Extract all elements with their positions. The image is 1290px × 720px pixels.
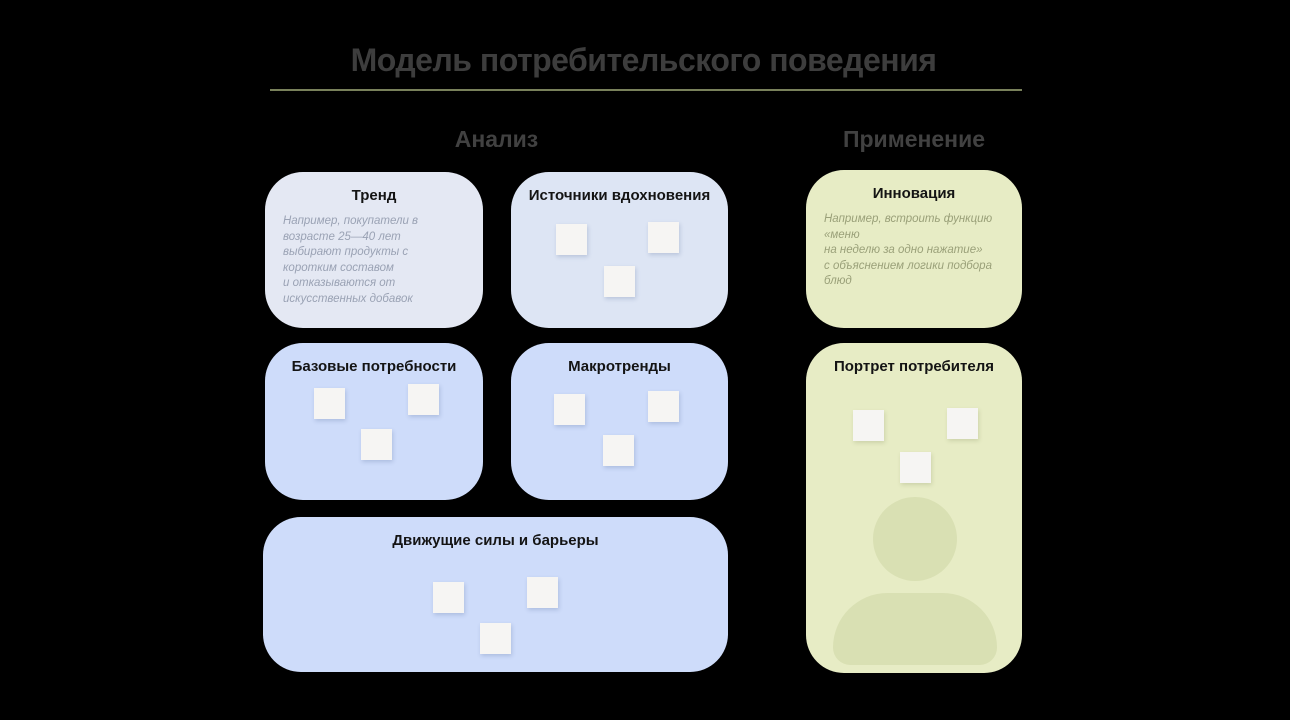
section-header-analysis: Анализ — [454, 126, 539, 152]
card-basic-needs[interactable]: Базовые потребности — [265, 343, 483, 500]
sticky-note[interactable] — [480, 623, 511, 654]
card-consumer-portrait[interactable]: Портрет потребителя — [806, 343, 1022, 673]
sticky-note[interactable] — [648, 222, 679, 253]
sticky-note[interactable] — [853, 410, 884, 441]
card-example-text: Например, покупатели в возрасте 25—40 ле… — [283, 215, 419, 305]
section-header-application: Применение — [842, 126, 986, 152]
sticky-note[interactable] — [604, 266, 635, 297]
page-title: Модель потребительского поведения — [350, 42, 937, 78]
card-title: Портрет потребителя — [833, 358, 995, 375]
card-drivers-barriers[interactable]: Движущие силы и барьеры — [263, 517, 728, 672]
card-title: Инновация — [872, 185, 956, 202]
person-icon — [833, 593, 997, 665]
sticky-note[interactable] — [314, 388, 345, 419]
title-divider — [270, 89, 1022, 91]
sticky-note[interactable] — [648, 391, 679, 422]
card-title: Источники вдохновения — [528, 187, 711, 204]
sticky-note[interactable] — [556, 224, 587, 255]
person-icon — [873, 497, 957, 581]
sticky-note[interactable] — [361, 429, 392, 460]
card-example-text: Например, встроить функцию «меню на неде… — [824, 213, 993, 288]
sticky-note[interactable] — [527, 577, 558, 608]
card-inspiration-sources[interactable]: Источники вдохновения — [511, 172, 728, 328]
card-macrotrends[interactable]: Макротренды — [511, 343, 728, 500]
card-title: Макротренды — [568, 358, 671, 375]
sticky-note[interactable] — [433, 582, 464, 613]
card-title: Тренд — [351, 187, 397, 204]
sticky-note[interactable] — [947, 408, 978, 439]
sticky-note[interactable] — [408, 384, 439, 415]
card-innovation[interactable]: Инновация Например, встроить функцию «ме… — [806, 170, 1022, 328]
card-trend[interactable]: Тренд Например, покупатели в возрасте 25… — [265, 172, 483, 328]
sticky-note[interactable] — [554, 394, 585, 425]
card-title: Базовые потребности — [291, 358, 457, 375]
card-title: Движущие силы и барьеры — [392, 532, 599, 549]
sticky-note[interactable] — [900, 452, 931, 483]
sticky-note[interactable] — [603, 435, 634, 466]
